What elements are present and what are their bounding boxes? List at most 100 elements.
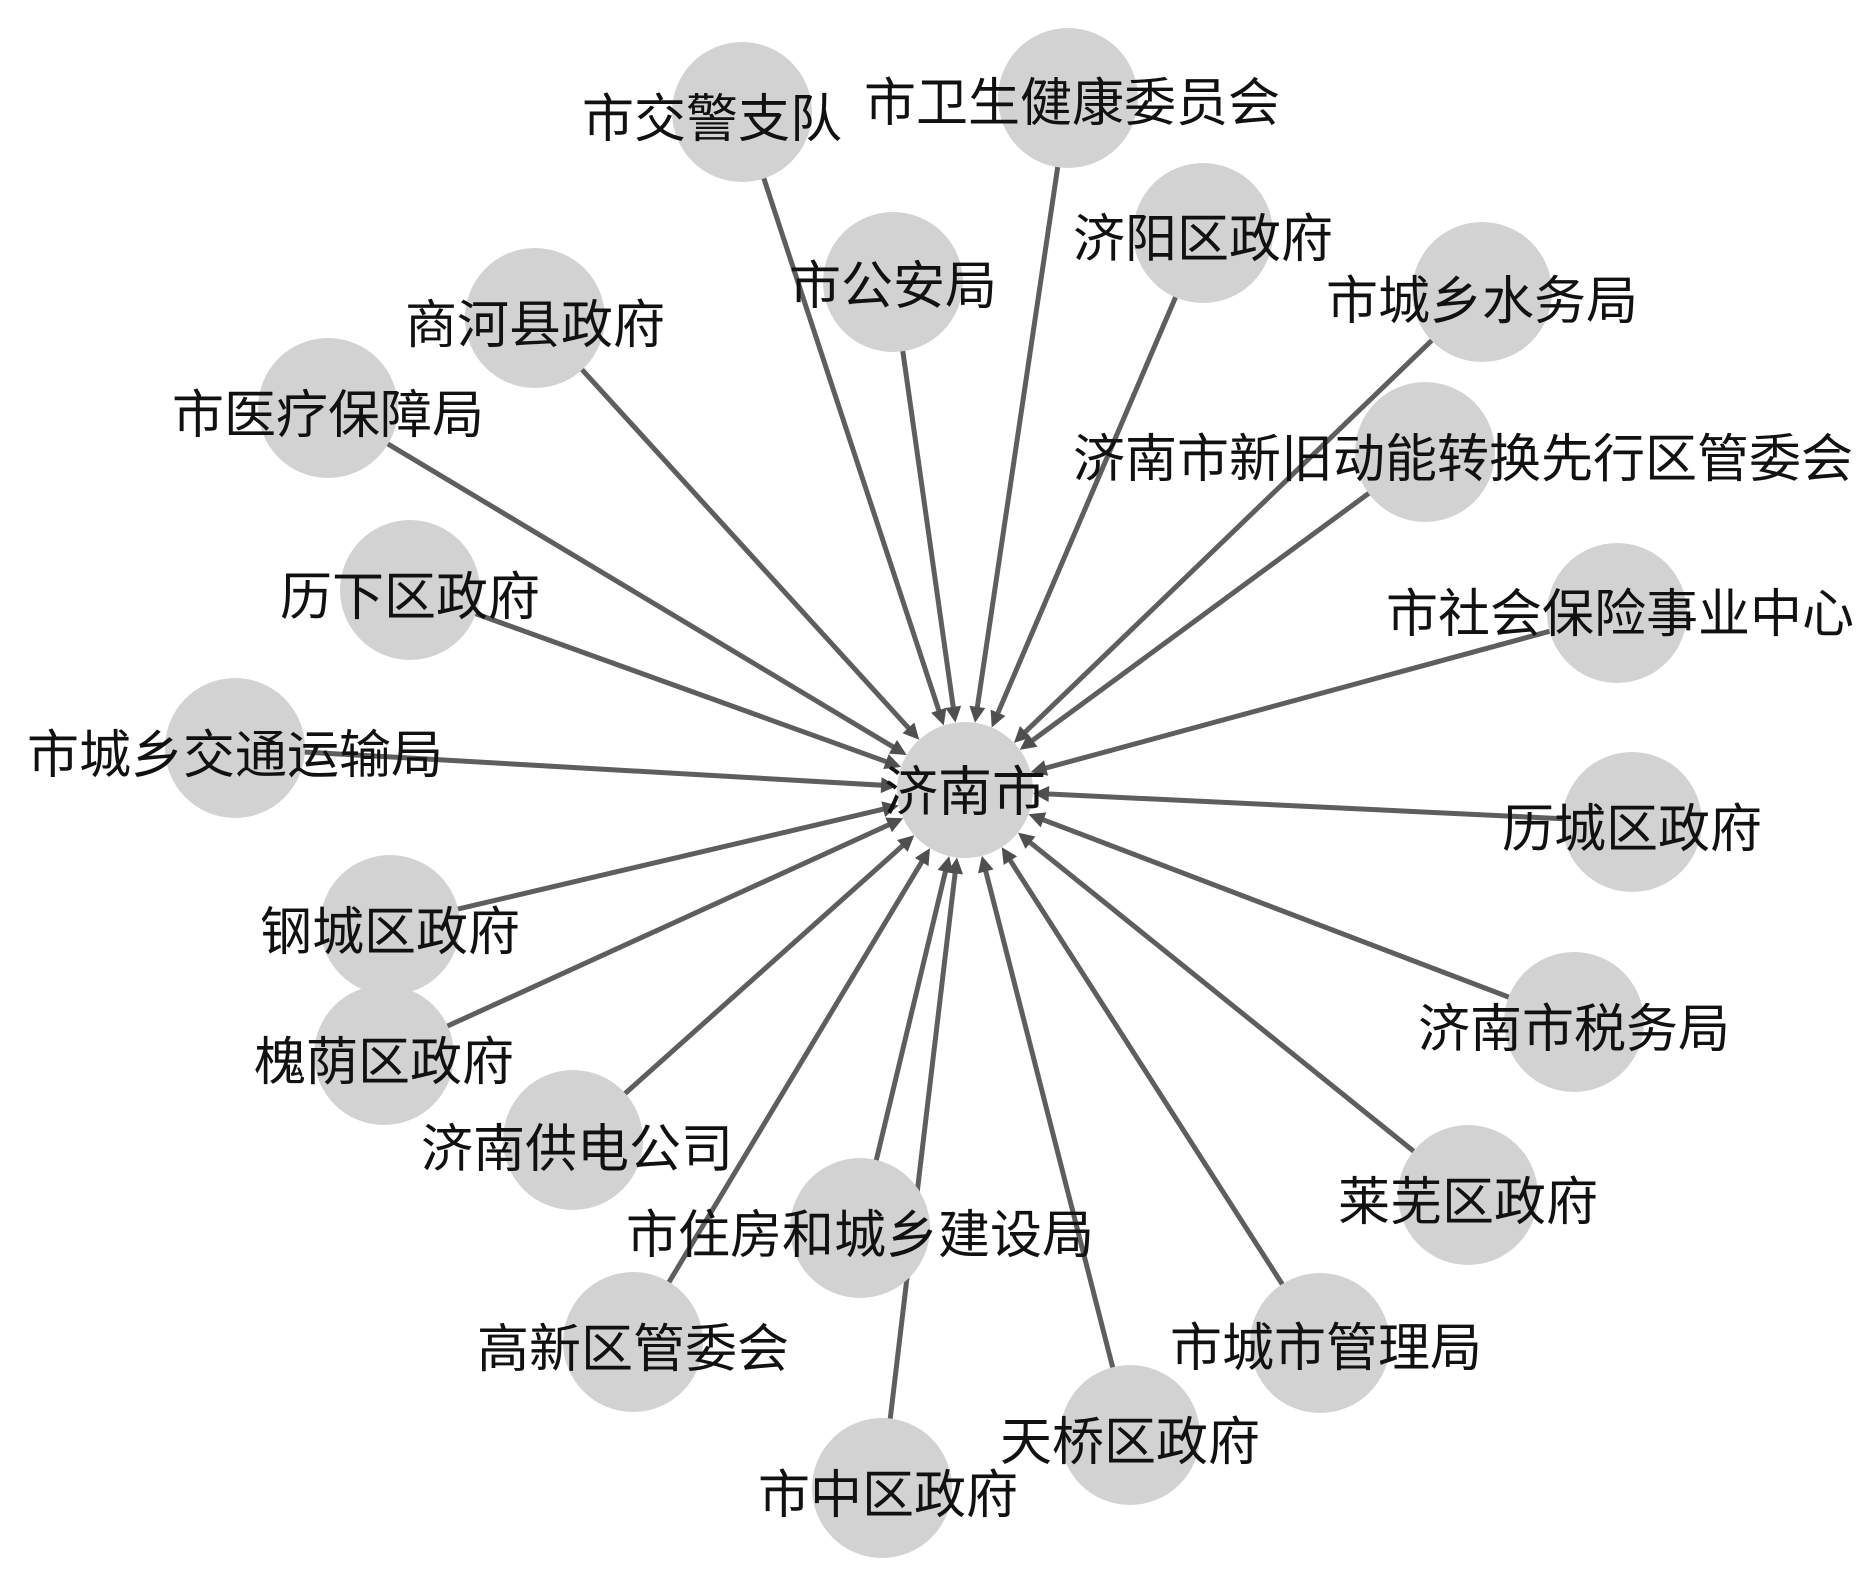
- node-circle: [1060, 1365, 1200, 1505]
- node-laiwu[interactable]: [1398, 1125, 1538, 1265]
- hub-circle: [897, 722, 1033, 858]
- edge-shizhong: [879, 860, 959, 1491]
- edge-laiwu: [1020, 833, 1471, 1198]
- node-circle: [258, 338, 398, 478]
- node-circle: [823, 212, 963, 352]
- node-label-laiwu: 莱芜区政府: [1338, 1173, 1598, 1233]
- node-shuiwu[interactable]: [1412, 222, 1552, 362]
- node-jiaojing[interactable]: [672, 42, 812, 182]
- arrowhead-tianqiao: [978, 855, 994, 874]
- node-gongdian[interactable]: [503, 1070, 643, 1210]
- arrowhead-chengguan: [1001, 847, 1018, 866]
- node-label-jiyang: 济阳区政府: [1073, 210, 1333, 270]
- arrowhead-jiyang: [990, 709, 1006, 728]
- node-lixia[interactable]: [340, 520, 480, 660]
- node-weijian[interactable]: [998, 28, 1138, 168]
- arrowhead-xianxingqu: [1019, 733, 1038, 750]
- node-label-tianqiao: 天桥区政府: [1000, 1413, 1260, 1473]
- node-gongan[interactable]: [823, 212, 963, 352]
- node-gaoxin[interactable]: [563, 1272, 703, 1412]
- node-circle: [1547, 543, 1687, 683]
- arrowhead-laiwu: [1017, 832, 1036, 849]
- arrowhead-jiaotong: [880, 777, 898, 794]
- arrowhead-weijian: [969, 705, 986, 723]
- node-label-licheng: 历城区政府: [1502, 800, 1762, 860]
- node-label-gangcheng: 钢城区政府: [260, 903, 520, 963]
- arrowhead-gongdian: [897, 835, 915, 852]
- node-xianxingqu[interactable]: [1355, 382, 1495, 522]
- node-circle: [465, 248, 605, 388]
- node-label-shebao: 市社会保险事业中心: [1386, 585, 1854, 645]
- node-circle: [998, 28, 1138, 168]
- node-label-shuiwu: 市城乡水务局: [1326, 272, 1638, 332]
- arrowhead-shuiwuju: [1028, 812, 1047, 828]
- node-shebao[interactable]: [1547, 543, 1687, 683]
- node-gangcheng[interactable]: [320, 855, 460, 995]
- node-shuiwuju[interactable]: [1504, 952, 1644, 1092]
- node-jiyang[interactable]: [1133, 163, 1273, 303]
- edge-huaiyin: [381, 818, 901, 1058]
- node-circle: [1504, 952, 1644, 1092]
- node-label-yibao: 市医疗保障局: [172, 386, 484, 446]
- edge-jiaotong: [232, 745, 894, 789]
- arrowhead-gangcheng: [881, 801, 899, 817]
- edge-licheng: [1036, 791, 1635, 825]
- edge-gongdian: [570, 836, 913, 1143]
- arrowhead-yibao: [888, 739, 907, 756]
- edge-gangcheng: [387, 804, 896, 928]
- arrowhead-lixia: [883, 753, 902, 770]
- node-circle: [790, 1158, 930, 1298]
- node-label-xianxingqu: 济南市新旧动能转换先行区管委会: [1073, 430, 1853, 490]
- node-label-shuiwuju: 济南市税务局: [1418, 1000, 1730, 1060]
- nodes-layer: 市交警支队市卫生健康委员会市公安局济阳区政府市城乡水务局商河县政府市医疗保障局济…: [27, 28, 1854, 1558]
- node-label-jiaojing: 市交警支队: [582, 90, 842, 150]
- node-label-gaoxin: 高新区管委会: [477, 1320, 789, 1380]
- hub-node[interactable]: 济南市: [884, 722, 1046, 858]
- node-circle: [1355, 382, 1495, 522]
- arrowhead-jiaojing: [931, 707, 947, 726]
- arrowhead-huaiyin: [885, 817, 904, 833]
- edge-xianxingqu: [1022, 449, 1428, 749]
- edge-shuiwuju: [1031, 813, 1577, 1025]
- node-yibao[interactable]: [258, 338, 398, 478]
- node-zhujian[interactable]: [790, 1158, 930, 1298]
- node-circle: [1133, 163, 1273, 303]
- edge-shanghe: [532, 315, 918, 738]
- edge-shebao: [1033, 610, 1620, 774]
- node-shanghe[interactable]: [465, 248, 605, 388]
- node-shizhong[interactable]: [812, 1418, 952, 1558]
- node-circle: [340, 520, 480, 660]
- arrowhead-shebao: [1030, 760, 1049, 776]
- node-label-huaiyin: 槐荫区政府: [254, 1033, 514, 1093]
- edge-jiaojing: [739, 109, 945, 723]
- node-circle: [165, 678, 305, 818]
- node-circle: [1398, 1125, 1538, 1265]
- node-circle: [1562, 752, 1702, 892]
- edge-lixia: [407, 587, 898, 768]
- node-label-lixia: 历下区政府: [280, 568, 540, 628]
- node-label-zhujian: 市住房和城乡建设局: [626, 1206, 1094, 1266]
- node-circle: [503, 1070, 643, 1210]
- node-label-weijian: 市卫生健康委员会: [864, 74, 1280, 134]
- arrowhead-gongan: [945, 705, 962, 723]
- node-huaiyin[interactable]: [314, 985, 454, 1125]
- node-circle: [672, 42, 812, 182]
- node-licheng[interactable]: [1562, 752, 1702, 892]
- edge-tianqiao: [980, 859, 1133, 1438]
- node-label-shizhong: 市中区政府: [758, 1466, 1018, 1526]
- edge-gaoxin: [630, 850, 930, 1345]
- node-circle: [1412, 222, 1552, 362]
- node-tianqiao[interactable]: [1060, 1365, 1200, 1505]
- edge-gongan: [890, 279, 958, 720]
- node-circle: [314, 985, 454, 1125]
- node-chengguan[interactable]: [1250, 1273, 1390, 1413]
- arrowhead-licheng: [1032, 786, 1050, 803]
- edge-jiyang: [991, 230, 1206, 725]
- arrowhead-shizhong: [947, 857, 964, 875]
- arrowhead-shanghe: [902, 722, 920, 740]
- edge-shuiwu: [1015, 289, 1485, 742]
- node-jiaotong[interactable]: [165, 678, 305, 818]
- node-label-gongdian: 济南供电公司: [421, 1120, 733, 1180]
- edge-chengguan: [1002, 849, 1323, 1346]
